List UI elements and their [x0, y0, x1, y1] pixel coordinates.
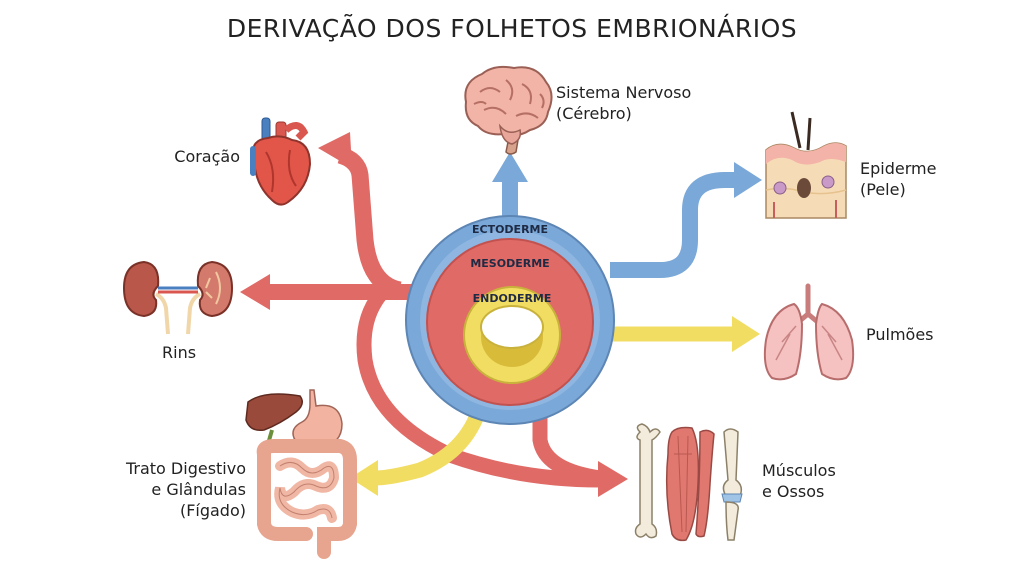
arrow-mesoderm-heart: [337, 146, 403, 299]
label-digestive-line2: e Glândulas: [151, 480, 246, 499]
arrow-head-kidneys: [240, 274, 270, 310]
bone-muscle-icon: [634, 423, 743, 542]
label-lungs-line1: Pulmões: [866, 325, 934, 344]
germ-layers: [405, 215, 615, 425]
label-muscles: Músculos e Ossos: [762, 460, 836, 502]
arrow-head-heart: [318, 132, 352, 168]
label-kidneys-line1: Rins: [162, 343, 197, 362]
digestive-tract-icon: [245, 389, 357, 559]
label-lungs: Pulmões: [866, 324, 934, 345]
arrow-head-muscles: [598, 461, 628, 497]
label-digestive-line3: (Fígado): [179, 501, 246, 520]
label-skin-line2: (Pele): [860, 180, 906, 199]
arrow-head-digestive: [350, 460, 378, 496]
label-brain: Sistema Nervoso (Cérebro): [556, 82, 691, 124]
label-brain-line2: (Cérebro): [556, 104, 632, 123]
label-heart: Coração: [140, 146, 240, 167]
lungs-icon: [763, 283, 855, 381]
label-muscles-line1: Músculos: [762, 461, 836, 480]
mesoderm-label: MESODERME: [470, 257, 550, 270]
arrow-mesoderm-muscles: [356, 290, 601, 488]
label-heart-line1: Coração: [174, 147, 240, 166]
arrow-ectoderm-skin: [610, 172, 735, 278]
arrow-head-brain: [492, 152, 528, 182]
label-kidneys: Rins: [162, 342, 196, 363]
heart-icon: [250, 117, 312, 206]
arrow-head-skin: [734, 162, 762, 198]
brain-icon: [464, 65, 553, 155]
ectoderm-label: ECTODERME: [471, 223, 549, 236]
skin-section-icon: [765, 111, 847, 219]
arrow-head-lungs: [732, 316, 760, 352]
arrow-mesoderm-muscles-2: [532, 395, 602, 486]
label-muscles-line2: e Ossos: [762, 482, 825, 501]
label-digestive-line1: Trato Digestivo: [125, 459, 246, 478]
label-digestive: Trato Digestivo e Glândulas (Fígado): [96, 458, 246, 521]
label-brain-line1: Sistema Nervoso: [556, 83, 692, 102]
diagram-title: DERIVAÇÃO DOS FOLHETOS EMBRIONÁRIOS: [226, 14, 798, 43]
label-skin: Epiderme (Pele): [860, 158, 936, 200]
endoderm-lumen-top: [480, 305, 544, 349]
kidneys-icon: [122, 260, 234, 335]
label-skin-line1: Epiderme: [860, 159, 937, 178]
endoderm-label: ENDODERME: [472, 292, 552, 305]
